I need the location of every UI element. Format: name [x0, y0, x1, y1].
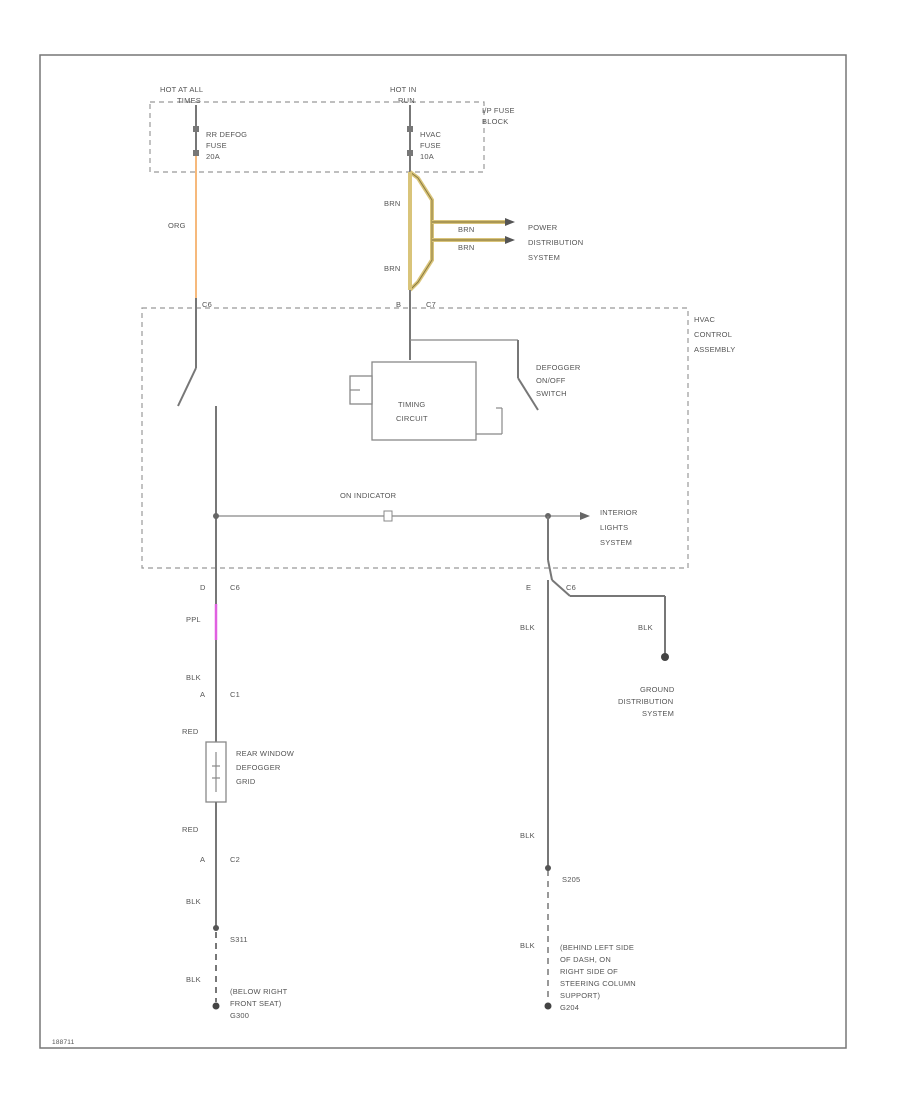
timing-circuit-wiring — [409, 310, 539, 435]
on-indicator-circuit — [213, 510, 590, 522]
s205-splice-label: S205 — [562, 875, 580, 884]
a1-connector-label: A — [200, 690, 205, 699]
interior-lights-label: INTERIOR LIGHTS SYSTEM — [600, 508, 640, 547]
c6-bottom-connector-label: C6 — [230, 583, 240, 592]
defogger-ground-circuit — [212, 802, 220, 1010]
fuse-block-label: I/P FUSE BLOCK — [482, 106, 517, 126]
hot-all-times-label: HOT AT ALL TIMES — [160, 85, 205, 105]
on-indicator-label: ON INDICATOR — [340, 491, 397, 500]
b-connector-label: B — [396, 300, 401, 309]
c2-connector-label: C2 — [230, 855, 240, 864]
blk-wire-ground-label: BLK — [638, 623, 653, 632]
hvac-control-box — [141, 307, 689, 569]
rear-window-defogger-grid — [205, 741, 227, 803]
blk-wire-c-label: BLK — [186, 975, 201, 984]
rr-defog-fuse — [193, 105, 199, 156]
brn-wire-r1-label: BRN — [458, 225, 474, 234]
ground-circuit-right — [544, 516, 669, 1010]
rear-window-defogger-label: REAR WINDOW DEFOGGER GRID — [236, 749, 296, 786]
blk-wire-right3-label: BLK — [520, 941, 535, 950]
red-wire1-label: RED — [182, 727, 199, 736]
d-connector-label: D — [200, 583, 206, 592]
c7-connector-label: C7 — [426, 300, 436, 309]
ground-distribution-label: GROUND DISTRIBUTION SYSTEM — [618, 685, 677, 718]
power-distribution-label: POWER DISTRIBUTION SYSTEM — [528, 223, 586, 262]
hvac-fuse-label: HVAC FUSE 10A — [420, 130, 443, 161]
ppl-wire-label: PPL — [186, 615, 201, 624]
c6-connector-label: C6 — [202, 300, 212, 309]
blk-wire-right2-label: BLK — [520, 831, 535, 840]
brn-wire-harness — [408, 156, 515, 310]
brn-wire-top-label: BRN — [384, 199, 400, 208]
timing-circuit-label: TIMING CIRCUIT — [396, 400, 428, 423]
fuse-block-box — [149, 101, 485, 173]
figure-id: 188711 — [52, 1039, 75, 1046]
c1-connector-label: C1 — [230, 690, 240, 699]
s311-splice-label: S311 — [230, 935, 248, 944]
diagram-border — [39, 54, 847, 1049]
e-connector-label: E — [526, 583, 531, 592]
c6-right-connector-label: C6 — [566, 583, 576, 592]
defogger-relay-switch — [177, 310, 217, 550]
blk-wire-a-label: BLK — [186, 673, 201, 682]
brn-wire-bottom-label: BRN — [384, 264, 400, 273]
a2-connector-label: A — [200, 855, 205, 864]
red-wire2-label: RED — [182, 825, 199, 834]
right-seat-ground-label: (BELOW RIGHT FRONT SEAT) G300 — [230, 987, 290, 1020]
org-wire-label: ORG — [168, 221, 186, 230]
blk-wire-b-label: BLK — [186, 897, 201, 906]
dash-ground-label: (BEHIND LEFT SIDE OF DASH, ON RIGHT SIDE… — [560, 943, 638, 1012]
timing-circuit — [349, 361, 477, 441]
brn-wire-r2-label: BRN — [458, 243, 474, 252]
hot-in-run-label: HOT IN RUN — [390, 85, 419, 105]
hvac-control-assembly-label: HVAC CONTROL ASSEMBLY — [694, 315, 735, 354]
hvac-fuse — [407, 105, 413, 156]
blk-wire-right1-label: BLK — [520, 623, 535, 632]
rr-defog-fuse-label: RR DEFOG FUSE 20A — [206, 130, 249, 161]
defogger-switch-label: DEFOGGER ON/OFF SWITCH — [536, 363, 583, 398]
